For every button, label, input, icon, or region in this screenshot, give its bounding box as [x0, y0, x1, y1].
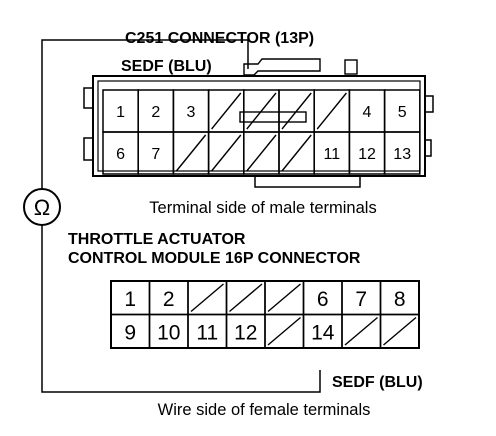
tacm-terminal-number: 9 [124, 321, 136, 344]
tacm-cell: 11 [187, 313, 228, 349]
tacm-empty-slash [344, 316, 378, 346]
c251-terminal-number: 7 [151, 146, 160, 163]
tacm-empty-slash [383, 316, 417, 346]
c251-cell [313, 89, 351, 133]
c251-terminal-number: 4 [363, 104, 372, 121]
c251-cell: 7 [137, 131, 175, 175]
tacm-title-line1: THROTTLE ACTUATOR [68, 231, 246, 248]
tacm-cell [264, 313, 305, 349]
c251-terminal-number: 13 [393, 146, 411, 163]
tacm-empty-slash [190, 283, 224, 313]
tacm-title-line2: CONTROL MODULE 16P CONNECTOR [68, 250, 361, 267]
tacm-cell: 7 [341, 280, 382, 316]
c251-empty-slash [175, 134, 207, 172]
tacm-empty-slash [267, 316, 301, 346]
c251-empty-slash [246, 134, 277, 172]
ohmmeter: Ω [23, 188, 61, 226]
tacm-cell: 8 [379, 280, 420, 316]
c251-caption: Terminal side of male terminals [149, 199, 376, 217]
c251-cell: 3 [172, 89, 210, 133]
c251-cell [278, 131, 315, 175]
c251-cell: 1 [102, 89, 139, 133]
c251-terminal-number: 3 [187, 104, 196, 121]
c251-empty-slash [281, 134, 312, 172]
tacm-terminal-number: 8 [394, 288, 406, 311]
tacm-cell: 12 [225, 313, 266, 349]
c251-empty-slash [316, 92, 347, 130]
c251-terminal-number: 5 [398, 104, 407, 121]
c251-empty-slash [211, 134, 242, 172]
tacm-terminal-number: 2 [163, 288, 175, 311]
c251-terminal-number: 1 [116, 104, 125, 121]
tacm-caption: Wire side of female terminals [158, 401, 371, 419]
tacm-terminal-number: 12 [234, 321, 257, 344]
tacm-empty-slash [267, 283, 301, 313]
tacm-terminal-number: 7 [355, 288, 367, 311]
ohm-symbol: Ω [34, 195, 50, 220]
c251-empty-slash [211, 92, 242, 130]
tacm-cell [264, 280, 305, 316]
c251-cell: 2 [137, 89, 175, 133]
tacm-empty-slash [229, 283, 263, 313]
tacm-cell: 10 [148, 313, 189, 349]
c251-terminal-number: 12 [358, 146, 376, 163]
tacm-wire-label: SEDF (BLU) [332, 374, 423, 391]
c251-cell: 11 [313, 131, 351, 175]
tacm-terminal-number: 6 [317, 288, 329, 311]
c251-cell: 4 [348, 89, 386, 133]
c251-cell [243, 89, 280, 133]
tacm-cell: 2 [148, 280, 189, 316]
c251-empty-slash [281, 92, 312, 130]
c251-cell: 13 [383, 131, 421, 175]
tacm-cell: 9 [110, 313, 151, 349]
meter-wire [41, 39, 321, 393]
c251-connector [83, 58, 434, 188]
c251-empty-slash [246, 92, 277, 130]
c251-title: C251 CONNECTOR (13P) [125, 30, 314, 47]
c251-cell: 12 [348, 131, 386, 175]
tacm-cell [225, 280, 266, 316]
tacm-cell: 6 [302, 280, 343, 316]
c251-cell [278, 89, 315, 133]
c251-terminal-number: 11 [323, 146, 340, 163]
c251-cell [172, 131, 210, 175]
c251-cell [207, 89, 245, 133]
c251-terminal-number: 6 [116, 146, 125, 163]
c251-wire-label: SEDF (BLU) [121, 58, 212, 75]
tacm-cell: 1 [110, 280, 151, 316]
tacm-terminal-number: 11 [196, 321, 218, 344]
tacm-terminal-number: 10 [157, 321, 180, 344]
tacm-terminal-number: 1 [124, 288, 136, 311]
tacm-cell [379, 313, 420, 349]
c251-cell: 6 [102, 131, 139, 175]
c251-cell: 5 [383, 89, 421, 133]
c251-cell [207, 131, 245, 175]
tacm-cell: 14 [302, 313, 343, 349]
tacm-cell [341, 313, 382, 349]
c251-terminal-number: 2 [151, 104, 160, 121]
c251-cell [243, 131, 280, 175]
tacm-terminal-number: 14 [311, 321, 335, 344]
tacm-cell [187, 280, 228, 316]
